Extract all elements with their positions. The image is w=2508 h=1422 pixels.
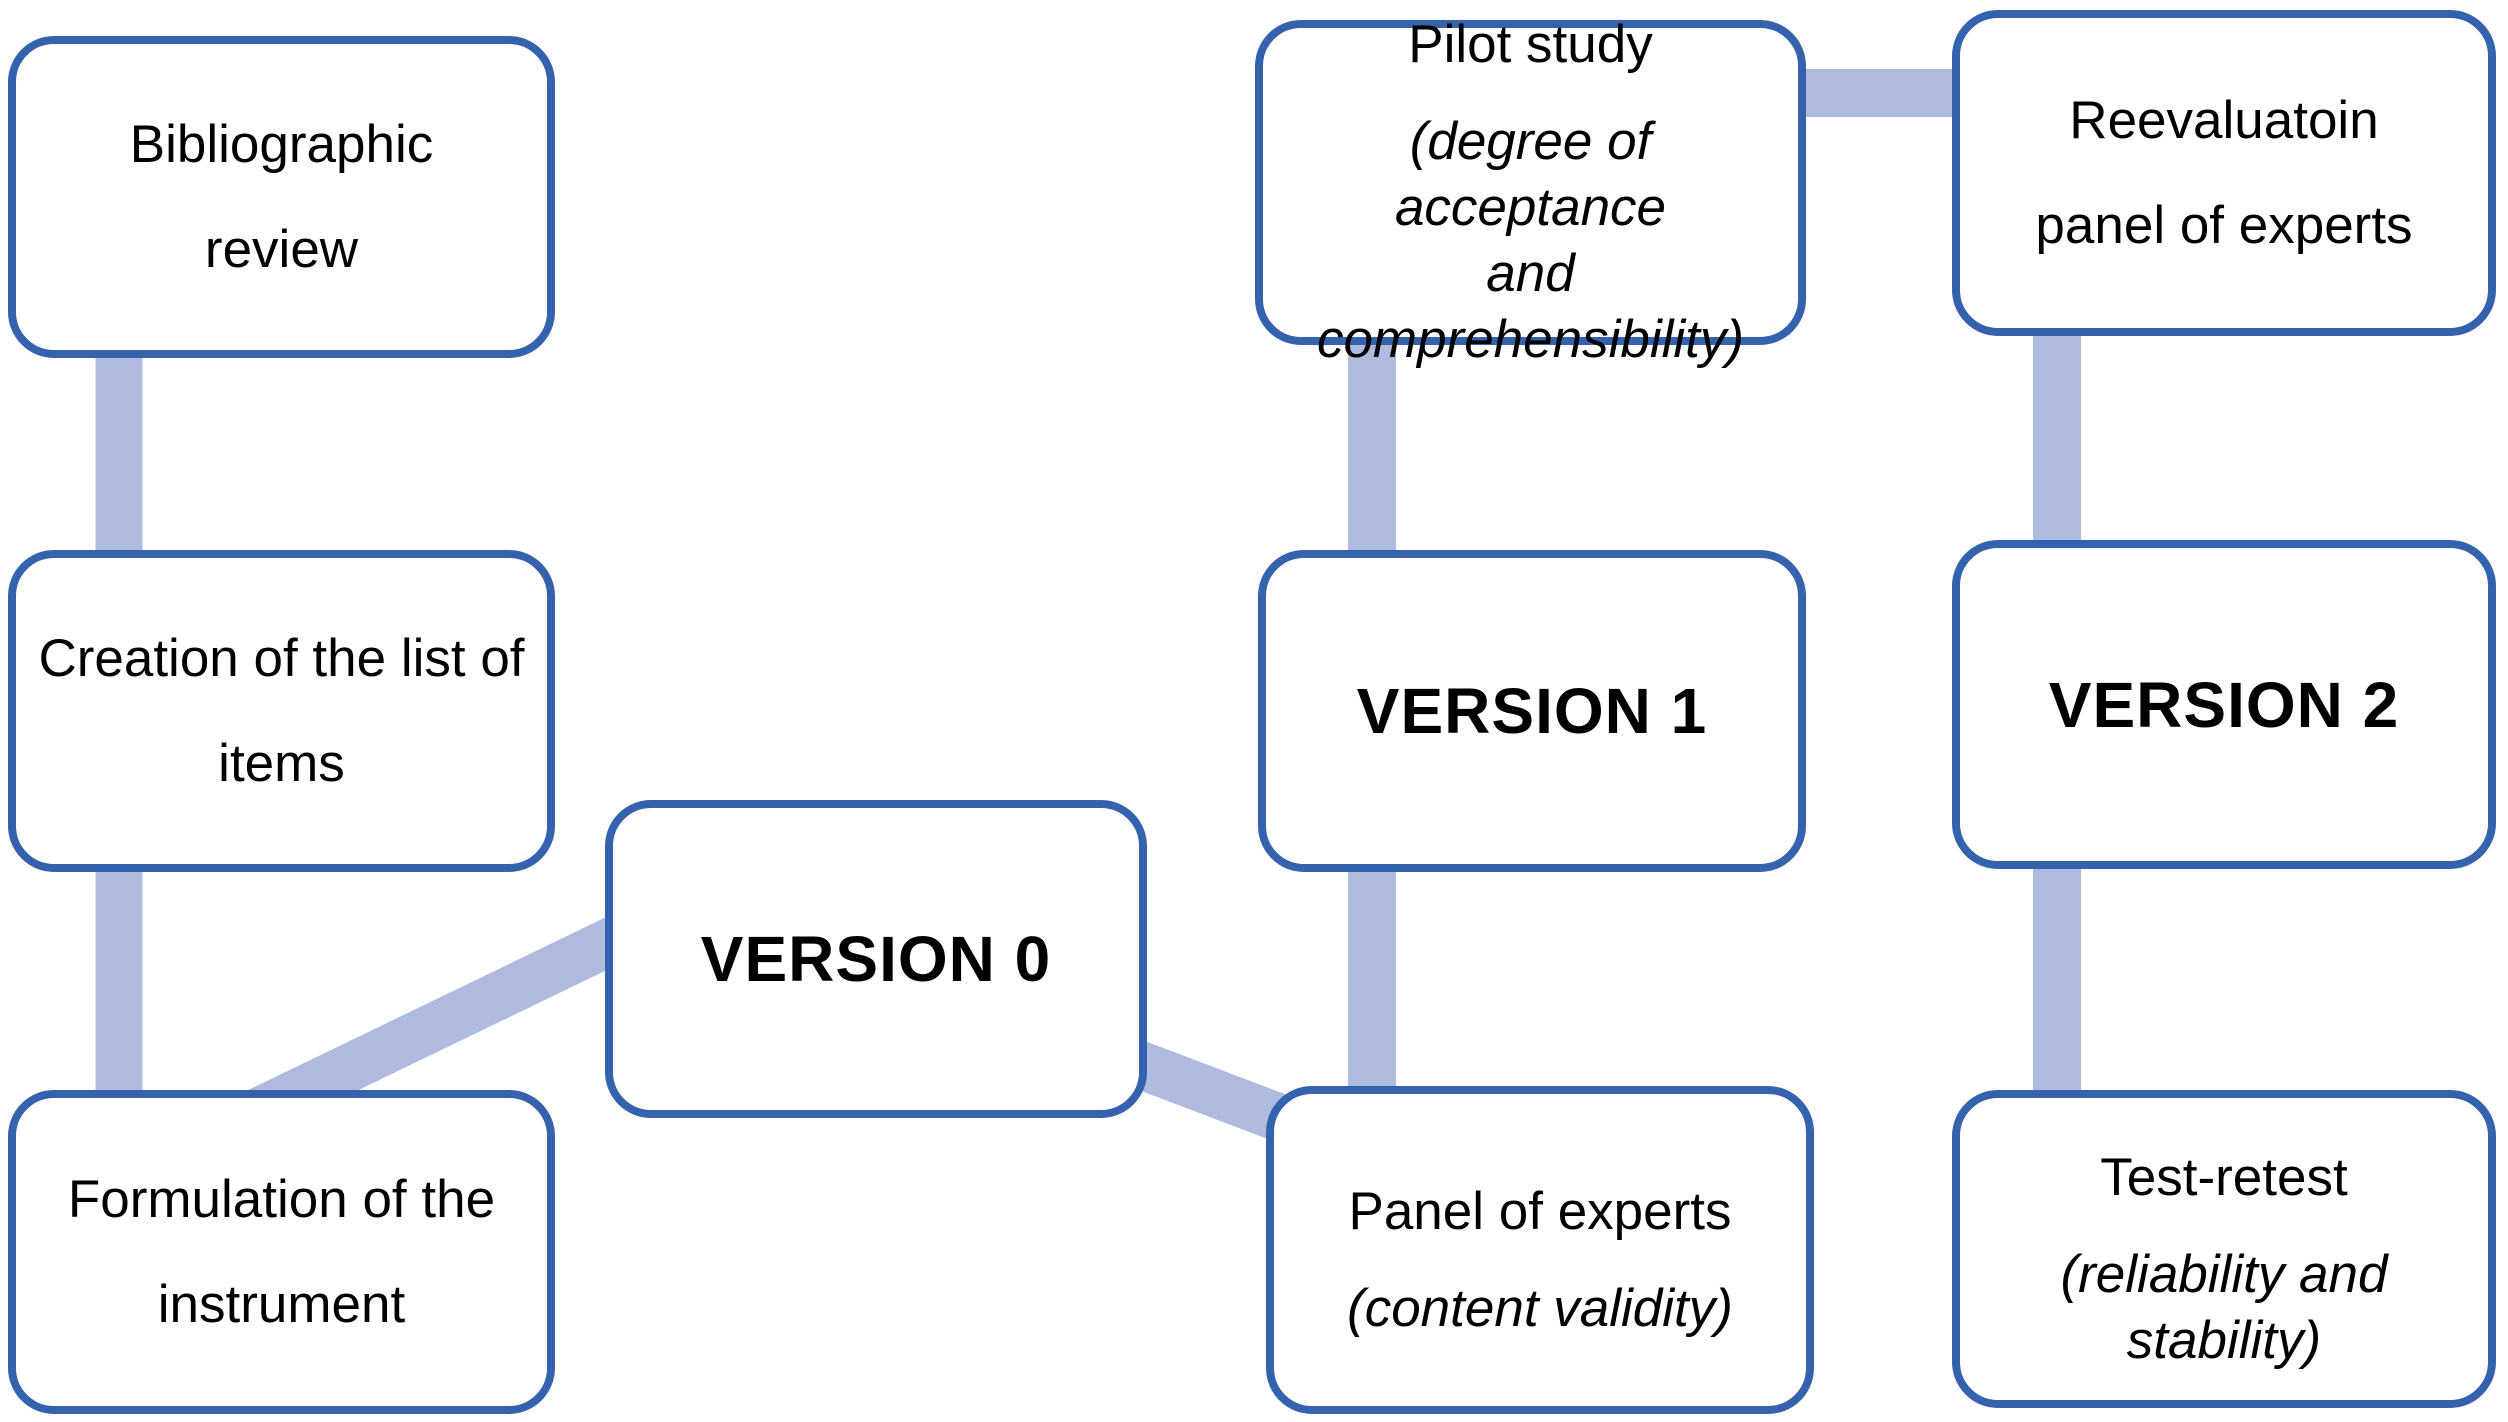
node-label: Panel of experts bbox=[1348, 1181, 1732, 1241]
node-version-2: VERSION 2 bbox=[1952, 540, 2496, 869]
node-label: Bibliographic review bbox=[129, 115, 434, 279]
node-pilot-study: Pilot study (degree of acceptance and co… bbox=[1255, 15, 1806, 369]
node-creation-of-list: Creation of the list of items bbox=[8, 550, 555, 872]
node-version-1: VERSION 1 bbox=[1258, 550, 1806, 872]
node-label: Reevaluatoin panel of experts bbox=[2035, 91, 2413, 255]
node-label: VERSION 2 bbox=[2048, 668, 2400, 741]
node-test-retest: Test-retest (reliability and stability) bbox=[1952, 1090, 2496, 1408]
node-sublabel: (degree of acceptance and comprehensibil… bbox=[1316, 112, 1745, 369]
node-label: Pilot study bbox=[1408, 15, 1653, 74]
node-version-0: VERSION 0 bbox=[605, 800, 1147, 1118]
node-sublabel: (content validity) bbox=[1347, 1278, 1733, 1338]
node-label: VERSION 0 bbox=[700, 923, 1052, 995]
node-reevaluation-panel-of-experts: Reevaluatoin panel of experts bbox=[1952, 10, 2496, 336]
node-label: Formulation of the instrument bbox=[67, 1170, 496, 1334]
node-sublabel: (reliability and stability) bbox=[2060, 1244, 2388, 1370]
node-formulation-of-instrument: Formulation of the instrument bbox=[8, 1090, 555, 1414]
node-label: Creation of the list of items bbox=[38, 629, 525, 793]
node-label: Test-retest bbox=[2100, 1147, 2348, 1207]
node-label: VERSION 1 bbox=[1356, 675, 1708, 747]
node-bibliographic-review: Bibliographic review bbox=[8, 36, 555, 358]
node-panel-of-experts: Panel of experts (content validity) bbox=[1266, 1086, 1814, 1414]
